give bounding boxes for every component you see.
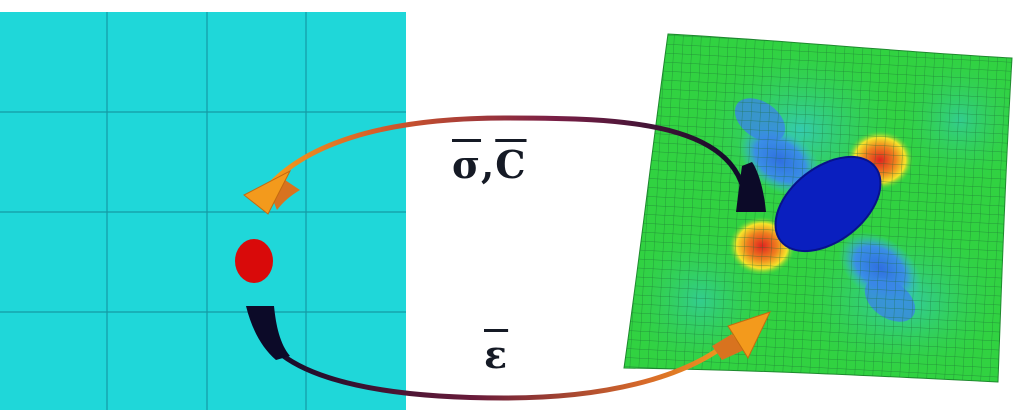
transfer-arrows [243,115,771,401]
arrow-micro-to-macro [260,115,749,213]
arrow-micro-to-macro-tail [736,162,766,212]
integration-point [235,239,273,283]
macro-strain-label: ε [484,332,509,377]
arrow-head-left [243,169,292,215]
arrow-macro-to-micro-body [712,334,744,360]
macro-mesh-background [0,12,406,410]
arrow-head-right [727,311,771,360]
tangent-symbol: C [495,142,527,187]
rve-mesh [623,33,1013,383]
stress-symbol: σ [452,142,482,187]
label-separator: , [481,142,496,187]
arrow-macro-to-micro-tail [246,306,290,360]
arrow-macro-to-micro [253,311,744,401]
macro-mesh [0,12,406,410]
homogenized-stress-tangent-label: σ,C [452,146,527,184]
macro-mesh-grid [0,12,406,410]
inclusion [774,155,882,253]
